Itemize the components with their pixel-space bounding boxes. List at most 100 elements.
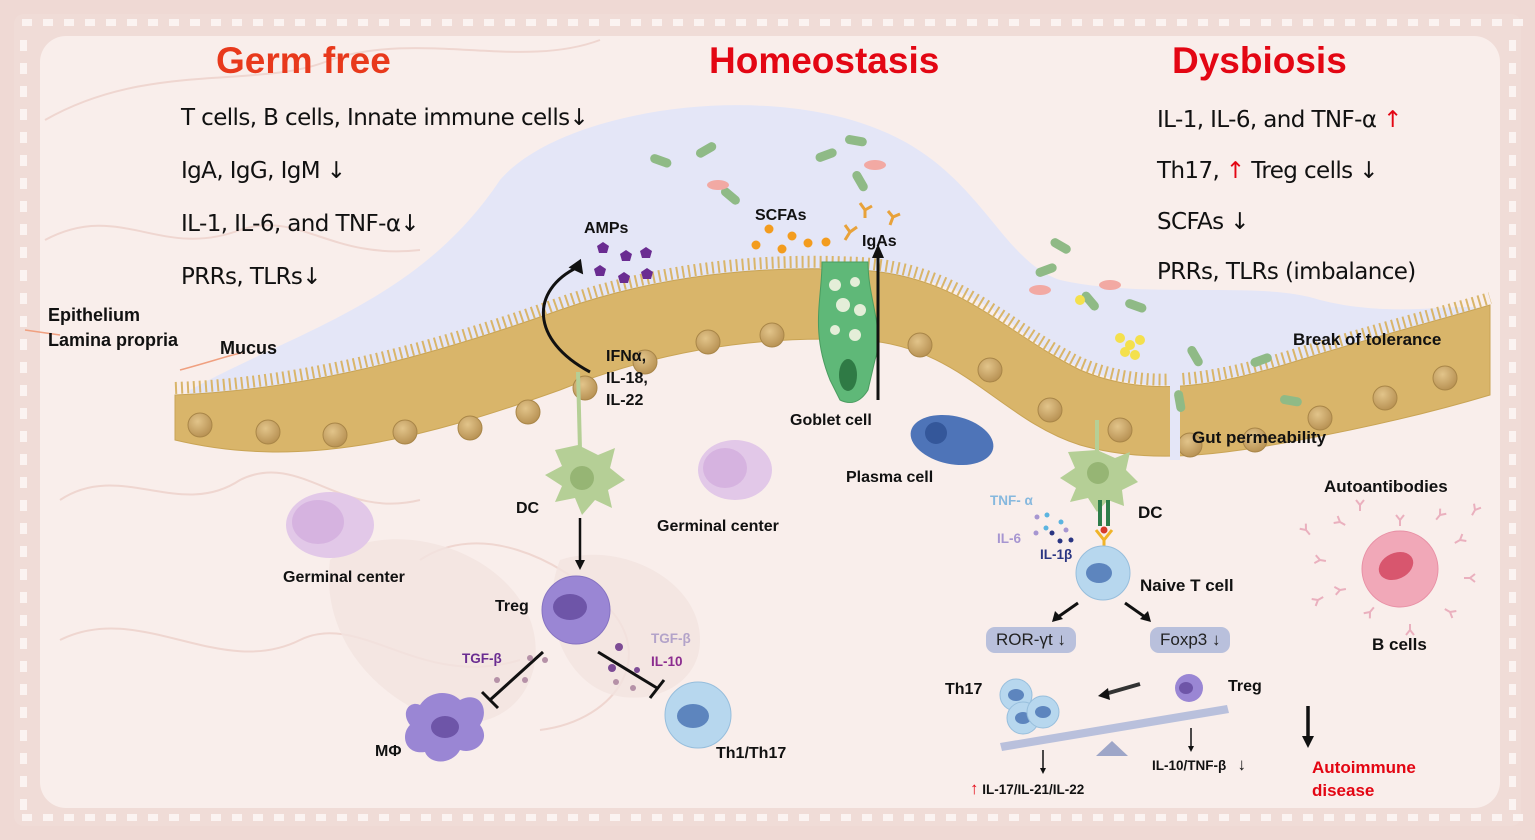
label-treg-right: Treg bbox=[1228, 678, 1262, 695]
epithelial-nucleus bbox=[1307, 405, 1333, 431]
balance-beam bbox=[1000, 705, 1229, 751]
label-autoantibodies: Autoantibodies bbox=[1324, 477, 1448, 496]
label-goblet-cell: Goblet cell bbox=[790, 412, 872, 429]
balance-fulcrum bbox=[1096, 741, 1128, 756]
label-b-cells: B cells bbox=[1372, 635, 1427, 654]
germ-free-item: IL-1, IL-6, and TNF-α↓ bbox=[181, 211, 420, 237]
microvilli bbox=[174, 255, 1492, 394]
bacterium bbox=[1125, 299, 1147, 313]
th17-cluster bbox=[999, 678, 1060, 735]
epithelium-layer bbox=[174, 268, 1491, 457]
epithelial-nucleus bbox=[695, 329, 721, 355]
label-il10-tnf-beta: IL-10/TNF-β ↓ bbox=[1152, 755, 1247, 774]
dendritic-cell-left bbox=[545, 371, 625, 515]
bacterium bbox=[852, 170, 868, 192]
coccus bbox=[1125, 340, 1135, 350]
bacterium bbox=[1035, 263, 1057, 277]
coccus bbox=[1115, 333, 1125, 343]
bacterium bbox=[695, 142, 717, 158]
epithelial-nucleus bbox=[1372, 385, 1398, 411]
label-germinal-center-mid: Germinal center bbox=[657, 518, 779, 535]
amp-molecules bbox=[594, 242, 653, 283]
autoantibody bbox=[1395, 514, 1405, 526]
spiky-bacterium bbox=[864, 160, 886, 170]
autoantibody bbox=[1313, 554, 1327, 564]
autoantibody bbox=[1435, 508, 1447, 521]
epithelial-nucleus bbox=[1432, 365, 1458, 391]
autoantibody bbox=[1333, 515, 1346, 526]
bacteria-cluster bbox=[650, 135, 1302, 412]
title-homeostasis: Homeostasis bbox=[709, 40, 940, 81]
bacterium bbox=[650, 154, 672, 168]
label-il18: IL-18, bbox=[606, 370, 648, 387]
germ-free-item: IgA, IgG, IgM ↓ bbox=[181, 158, 346, 184]
autoantibody bbox=[1405, 624, 1415, 636]
label-break-of-tolerance: Break of tolerance bbox=[1293, 330, 1442, 349]
label-plasma-cell: Plasma cell bbox=[846, 469, 934, 486]
label-tgf-beta-right: TGF-β bbox=[651, 631, 691, 646]
epithelial-nucleus bbox=[457, 415, 483, 441]
epithelial-nucleus bbox=[977, 357, 1003, 383]
epithelial-nuclei bbox=[187, 322, 1458, 458]
secretion-arrow bbox=[542, 265, 591, 374]
bacterium bbox=[720, 187, 740, 205]
epithelial-nucleus bbox=[1107, 417, 1133, 443]
label-dc-right: DC bbox=[1138, 503, 1163, 522]
label-il17-group: ↑ IL-17/IL-21/IL-22 bbox=[970, 779, 1085, 798]
label-lamina-propria: Lamina propria bbox=[48, 330, 179, 350]
coccus bbox=[1130, 350, 1140, 360]
label-ifn-alpha: IFNα, bbox=[606, 348, 647, 365]
epithelial-nucleus bbox=[255, 419, 281, 445]
label-macrophage: MΦ bbox=[375, 743, 402, 760]
dendritic-cell-right bbox=[1060, 420, 1138, 512]
label-dc-left: DC bbox=[516, 500, 540, 517]
epithelial-nucleus bbox=[322, 422, 348, 448]
iga-antibodies bbox=[843, 202, 901, 241]
bacterium bbox=[1279, 395, 1302, 407]
bacterium bbox=[1050, 238, 1071, 254]
shift-arrow bbox=[1104, 682, 1141, 696]
dysbiosis-item: Th17, ↑ Treg cells ↓ bbox=[1157, 158, 1379, 184]
dysbiosis-item: SCFAs ↓ bbox=[1157, 209, 1249, 235]
bacterium bbox=[1081, 291, 1099, 311]
goblet-granules bbox=[829, 277, 866, 341]
scfa-molecules bbox=[751, 224, 831, 254]
bacterium bbox=[815, 148, 837, 162]
epithelial-nucleus bbox=[392, 419, 418, 445]
epithelial-nucleus bbox=[907, 332, 933, 358]
bacterium bbox=[1250, 353, 1272, 367]
germ-free-item: T cells, B cells, Innate immune cells↓ bbox=[181, 105, 589, 131]
dysbiosis-item: PRRs, TLRs (imbalance) bbox=[1157, 259, 1416, 285]
dashed-border bbox=[20, 19, 1523, 821]
label-scfas: SCFAs bbox=[755, 207, 807, 224]
label-mucus: Mucus bbox=[220, 338, 278, 358]
spiky-bacterium bbox=[707, 180, 729, 190]
autoantibody bbox=[1311, 596, 1324, 607]
autoantibody bbox=[1355, 499, 1365, 511]
label-gut-permeability: Gut permeability bbox=[1192, 428, 1327, 447]
label-naive-t-cell: Naive T cell bbox=[1140, 576, 1234, 595]
label-igas: IgAs bbox=[862, 233, 897, 250]
label-il6: IL-6 bbox=[997, 531, 1022, 546]
epithelial-nucleus bbox=[759, 322, 785, 348]
goblet-cell bbox=[817, 261, 879, 403]
label-amps: AMPs bbox=[584, 220, 629, 237]
autoantibody bbox=[1363, 606, 1375, 619]
label-autoimmune-disease-line2: disease bbox=[1312, 781, 1375, 800]
label-epithelium: Epithelium bbox=[48, 305, 141, 325]
label-tgf-beta-left: TGF-β bbox=[462, 651, 502, 666]
b-cell bbox=[1361, 530, 1439, 608]
coccus bbox=[1120, 347, 1130, 357]
title-dysbiosis: Dysbiosis bbox=[1172, 40, 1347, 81]
germ-free-item: PRRs, TLRs↓ bbox=[181, 264, 322, 290]
autoantibody-molecules bbox=[1299, 499, 1482, 636]
spiky-bacterium bbox=[1099, 280, 1121, 290]
label-autoimmune-disease-line1: Autoimmune bbox=[1312, 758, 1416, 777]
autoantibody bbox=[1333, 586, 1347, 596]
spiky-bacterium bbox=[1029, 285, 1051, 295]
dysbiosis-item: IL-1, IL-6, and TNF-α ↑ bbox=[1157, 107, 1402, 133]
cytokine-dots bbox=[1033, 512, 1074, 544]
permeability-gap bbox=[1170, 365, 1180, 460]
